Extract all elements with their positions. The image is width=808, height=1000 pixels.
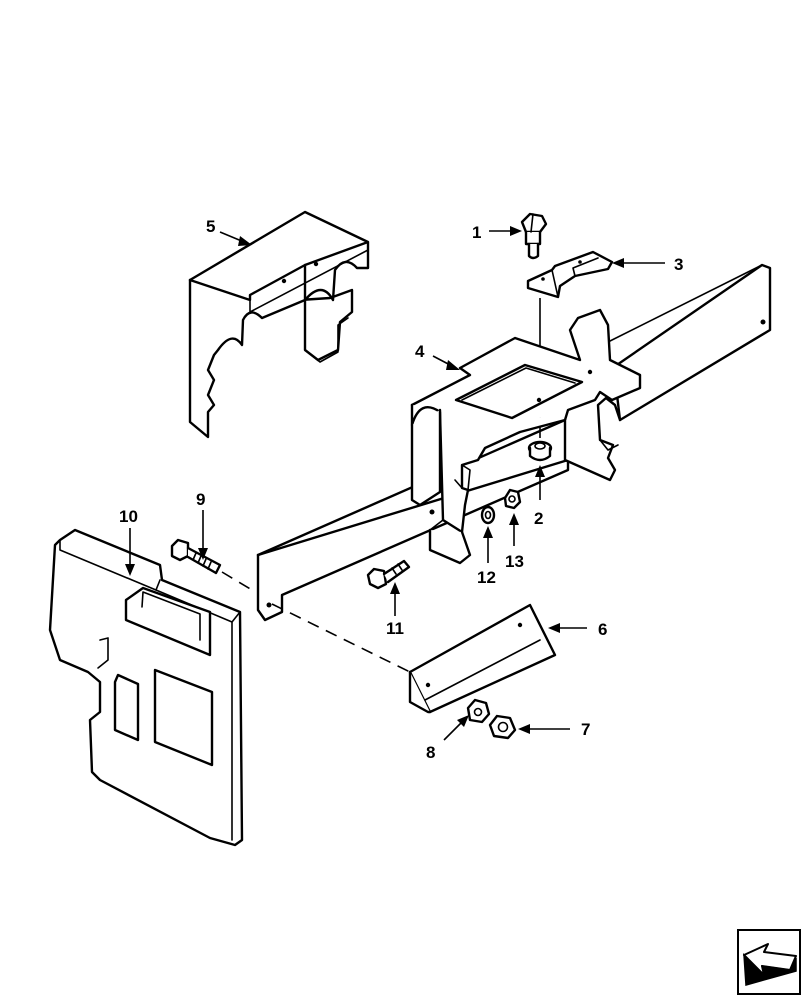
part-9-bolt xyxy=(170,538,222,575)
callout-3: 3 xyxy=(674,255,683,274)
part-12-washer xyxy=(480,505,496,525)
callout-10: 10 xyxy=(119,507,138,526)
part-11-bolt xyxy=(366,559,411,590)
part-6-angle-strap xyxy=(408,603,557,714)
part-13-nut xyxy=(503,488,522,510)
callout-13: 13 xyxy=(505,552,524,571)
part-5-cover-bracket xyxy=(188,210,370,439)
callout-2: 2 xyxy=(534,509,543,528)
part-3-clamp-plate xyxy=(526,250,614,299)
callout-4: 4 xyxy=(415,342,425,361)
part-2-flange-nut xyxy=(527,440,553,462)
next-page-arrow-icon[interactable] xyxy=(737,929,801,995)
callout-6: 6 xyxy=(598,620,607,639)
part-8-lock-nut xyxy=(466,698,491,724)
callout-12: 12 xyxy=(477,568,496,587)
callout-8: 8 xyxy=(426,743,435,762)
callout-9: 9 xyxy=(196,490,205,509)
part-7-nut xyxy=(488,714,517,740)
callout-11: 11 xyxy=(386,619,404,638)
callout-1: 1 xyxy=(472,223,481,242)
callout-5: 5 xyxy=(206,217,215,236)
part-4-weight-bracket-frame xyxy=(256,263,772,622)
callout-7: 7 xyxy=(581,720,590,739)
part-1-bolt xyxy=(520,212,548,260)
part-10-front-weight xyxy=(48,528,244,847)
